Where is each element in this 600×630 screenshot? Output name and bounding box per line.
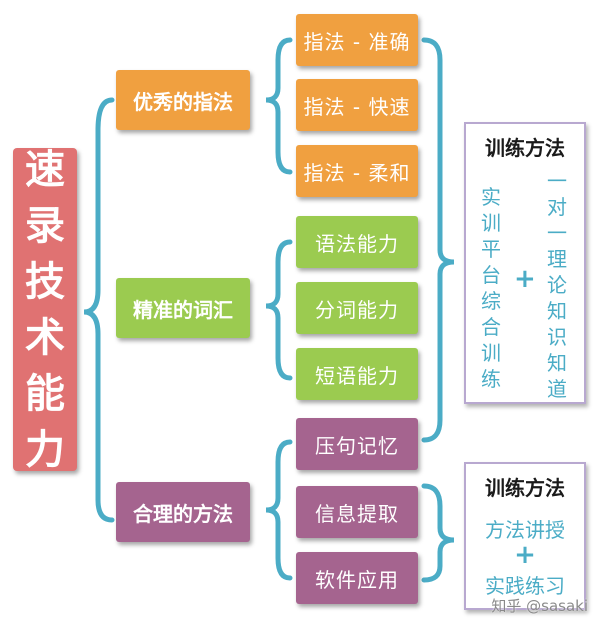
root-char: 录 (25, 202, 65, 249)
leaf-node: 分词能力 (296, 282, 418, 334)
root-char: 速 (25, 146, 65, 193)
column-char: 知 (547, 351, 567, 375)
column-char: 对 (547, 195, 567, 219)
root-node: 速录技术能力 (13, 147, 77, 473)
root-char: 力 (25, 426, 65, 473)
column-char: 论 (547, 273, 567, 297)
leaf-node: 信息提取 (296, 486, 418, 538)
root-char: 技 (25, 258, 65, 305)
watermark: 知乎 @sasaki (491, 597, 588, 615)
training-panel-top: 训练方法 实训平台综合训练 + 一对一理论知识知道 (464, 122, 586, 404)
column-char: 识 (547, 325, 567, 349)
column-char: 训 (481, 341, 501, 365)
right-bracket-bottom (421, 483, 455, 583)
column-char: 一 (547, 169, 567, 193)
leaf-node: 指法 - 柔和 (296, 145, 418, 197)
leaf-node: 软件应用 (296, 552, 418, 604)
panel-title: 训练方法 (485, 136, 565, 160)
column-char: 台 (481, 263, 501, 287)
column-char: 理 (547, 247, 567, 271)
branch1-bracket (265, 37, 293, 175)
plus-sign: + (514, 264, 536, 294)
plus-sign: + (514, 540, 536, 570)
leaf-node: 短语能力 (296, 348, 418, 400)
leaf-node: 压句记忆 (296, 418, 418, 470)
branch3-bracket (265, 439, 293, 581)
root-char: 术 (25, 314, 65, 361)
root-char: 能 (25, 370, 65, 417)
column-char: 知 (547, 299, 567, 323)
panel-line-2: 实践练习 (485, 574, 565, 598)
column-char: 练 (481, 367, 501, 391)
column-char: 一 (547, 221, 567, 245)
root-bracket (83, 97, 115, 523)
panel-left-column: 实训平台综合训练 (478, 184, 504, 392)
column-char: 训 (481, 211, 501, 235)
branch2-bracket (265, 239, 293, 381)
training-panel-bottom: 训练方法 方法讲授 + 实践练习 (464, 462, 586, 610)
column-char: 实 (481, 185, 501, 209)
column-char: 平 (481, 237, 501, 261)
panel-line-1: 方法讲授 (485, 518, 565, 542)
branch-node-fingering: 优秀的指法 (116, 70, 250, 130)
right-bracket-top (421, 37, 455, 443)
column-char: 合 (481, 315, 501, 339)
leaf-node: 语法能力 (296, 216, 418, 268)
leaf-node: 指法 - 快速 (296, 79, 418, 131)
leaf-node: 指法 - 准确 (296, 14, 418, 66)
column-char: 综 (481, 289, 501, 313)
column-char: 道 (547, 377, 567, 401)
panel-title: 训练方法 (485, 476, 565, 500)
panel-right-column: 一对一理论知识知道 (544, 168, 570, 402)
branch-node-vocabulary: 精准的词汇 (116, 278, 250, 338)
branch-node-method: 合理的方法 (116, 482, 250, 542)
